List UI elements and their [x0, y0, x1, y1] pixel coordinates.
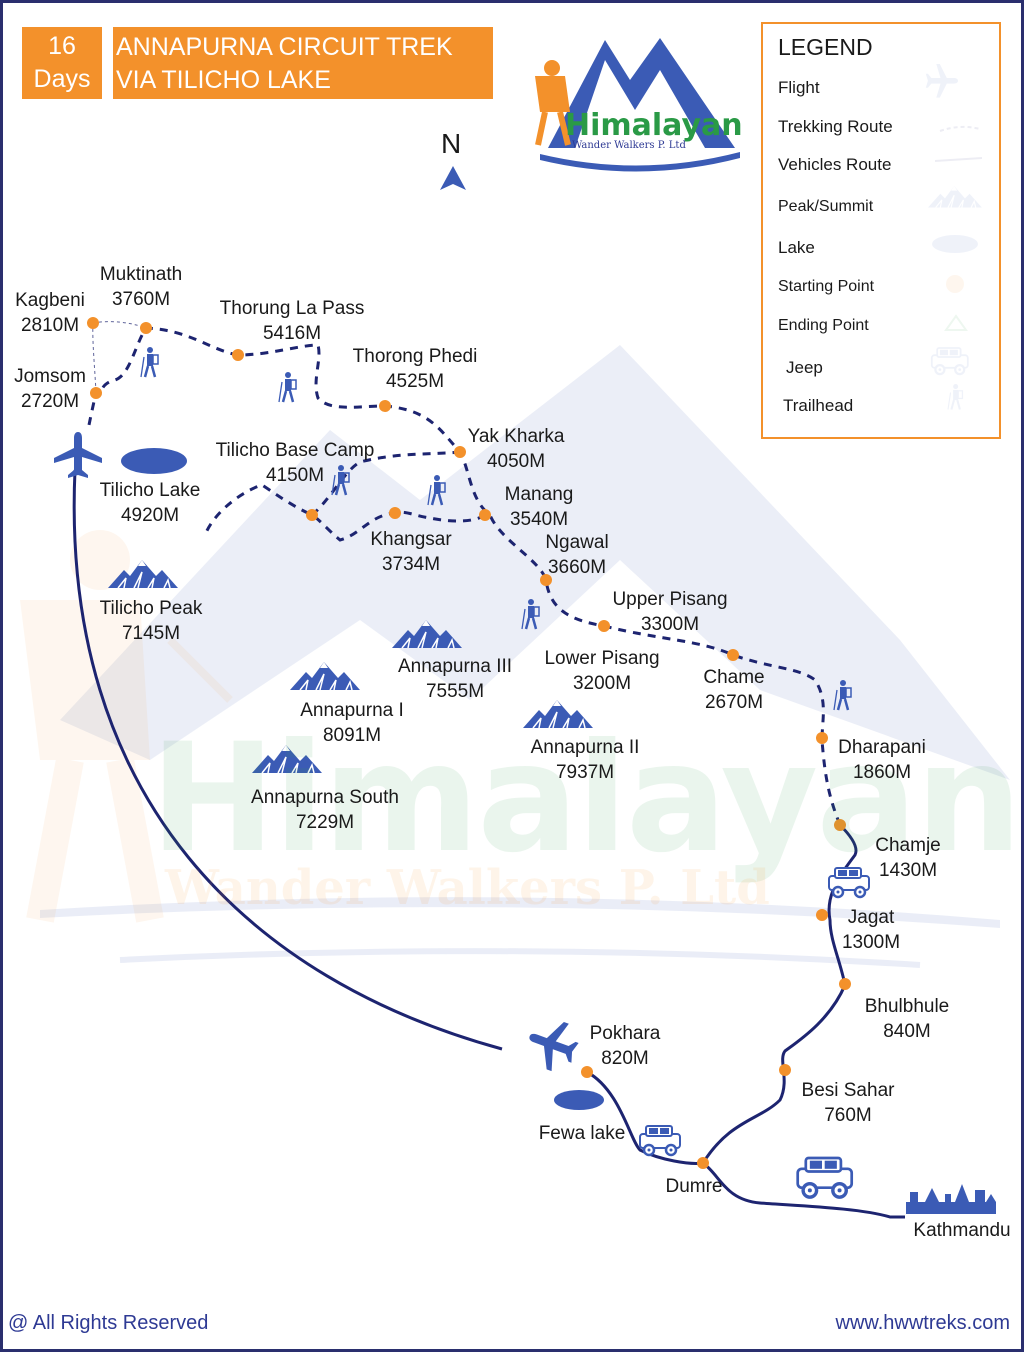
- legend-trailhead-label: Trailhead: [783, 396, 854, 415]
- jeep-icon: [638, 1124, 682, 1157]
- location-dots: [87, 317, 851, 1169]
- legend-lake-label: Lake: [778, 238, 815, 257]
- vehicle-route-west: [72, 469, 503, 1051]
- kathmandu-skyline-icon: [906, 1184, 996, 1214]
- days-word: Days: [33, 65, 91, 93]
- copyright-text: @ All Rights Reserved: [8, 1312, 209, 1334]
- watermark-hiker: [20, 530, 233, 923]
- hiker-icon: [277, 370, 298, 404]
- days-number: 16: [48, 32, 76, 60]
- vehicle-route-besisahar-chamje: [701, 823, 858, 1164]
- place-kathmandu: Kathmandu: [913, 1220, 1011, 1241]
- legend-jeep-label: Jeep: [786, 358, 823, 377]
- legend-title: LEGEND: [778, 34, 873, 60]
- flight-route: [92, 321, 147, 394]
- annapurna-1-mountain-icon: [289, 661, 361, 691]
- trekking-routes: [86, 326, 842, 826]
- fewa-lake-icon: [554, 1090, 604, 1110]
- place-dumre: Dumre: [665, 1176, 723, 1197]
- tilicho-lake-icon: [121, 448, 187, 474]
- legend-flight-label: Flight: [778, 78, 820, 97]
- title-line-1: ANNAPURNA CIRCUIT TREK: [116, 33, 453, 61]
- days-badge: 16 Days: [22, 27, 102, 99]
- title-line-2: VIA TILICHO LAKE: [116, 66, 331, 94]
- himalayan-logo: [535, 38, 740, 172]
- logo-text: Himalayan: [565, 108, 743, 143]
- legend-start-label: Starting Point: [778, 278, 875, 295]
- vehicle-route-pokhara-kathmandu: [586, 1070, 905, 1219]
- legend-end-label: Ending Point: [778, 317, 869, 334]
- watermark-text: Himalayan: [150, 712, 1022, 886]
- watermark-subtext: Wander Walkers P. Ltd: [165, 860, 770, 916]
- hiker-icon: [139, 345, 160, 379]
- legend-peak-label: Peak/Summit: [778, 198, 874, 215]
- legend-vehicle-label: Vehicles Route: [778, 155, 892, 174]
- legend: LEGEND Flight Trekking Route Vehicles Ro…: [761, 22, 1001, 439]
- website-link[interactable]: www.hwwtreks.com: [835, 1312, 1010, 1334]
- jomsom-airplane-icon: [54, 432, 102, 478]
- jeep-icon: [796, 1156, 854, 1199]
- north-arrow-icon: [440, 166, 466, 190]
- pokhara-airplane-icon: [521, 1012, 584, 1077]
- logo-subtext: Wander Walkers P. Ltd: [572, 140, 686, 151]
- north-label: N: [441, 128, 462, 159]
- place-fewa-lake: Fewa lake: [538, 1123, 626, 1144]
- legend-trekking-label: Trekking Route: [778, 117, 893, 136]
- page-title: ANNAPURNA CIRCUIT TREK VIA TILICHO LAKE: [113, 27, 493, 99]
